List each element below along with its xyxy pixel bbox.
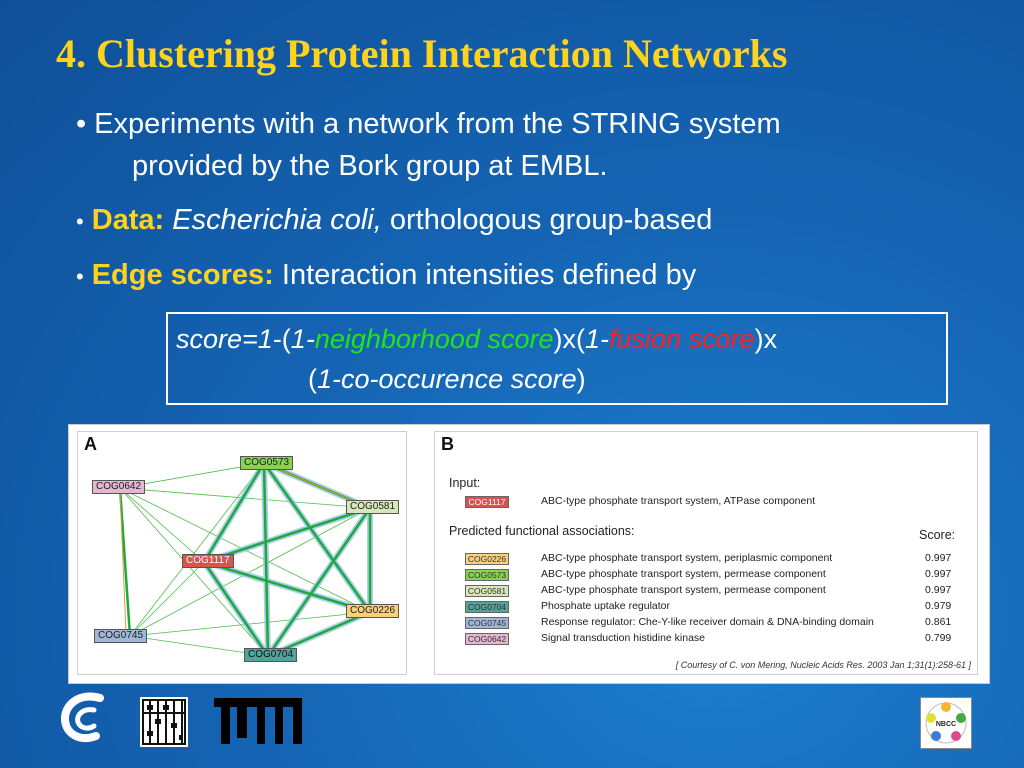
formula-line2: (1-co-occurence score) [308, 364, 586, 395]
figure-credit: [ Courtesy of C. von Mering, Nucleic Aci… [675, 660, 971, 670]
input-cog: COG1117 [465, 496, 509, 508]
assoc-desc: ABC-type phosphate transport system, per… [541, 568, 826, 580]
bullet-dot: • [76, 108, 87, 140]
formula-one-b: 1- [584, 324, 609, 354]
node-cog1117: COG1117 [182, 554, 234, 568]
assoc-cog: COG0642 [465, 633, 509, 645]
panel-a-network: A [77, 431, 407, 675]
edge-scores-label: Edge scores: [91, 259, 274, 291]
bullet-experiments-line1: Experiments with a network from the STRI… [94, 108, 781, 140]
bullet-experiments: •Experiments with a network from the STR… [76, 108, 781, 141]
formula-open: -( [272, 324, 291, 354]
tum-logo-icon [214, 698, 302, 744]
string-figure: A [68, 424, 990, 684]
formula-box: score=1-(1-neighborhood score)x(1-fusion… [166, 312, 948, 405]
assoc-desc: Phosphate uptake regulator [541, 600, 671, 612]
assoc-desc: ABC-type phosphate transport system, per… [541, 552, 833, 564]
panel-a-label: A [84, 434, 97, 454]
nbcc-badge-icon: NBCC [925, 702, 967, 744]
assoc-score: 0.997 [925, 584, 952, 596]
formula-score: score=1 [176, 324, 273, 354]
assoc-cog: COG0745 [465, 617, 509, 629]
predicted-label: Predicted functional associations: [449, 524, 635, 538]
species-name: Escherichia coli, [172, 204, 382, 236]
input-desc: ABC-type phosphate transport system, ATP… [541, 495, 816, 507]
orange-edge [119, 491, 127, 633]
formula-cooccurence: co-occurence score [341, 364, 577, 394]
page-title: 4. Clustering Protein Interaction Networ… [56, 31, 788, 76]
node-cog0704: COG0704 [244, 648, 298, 662]
panel-b-label: B [441, 434, 454, 454]
nbcc-badge-logo: NBCC [920, 697, 972, 749]
data-label: Data: [91, 204, 165, 236]
bullet-data: • Data: Escherichia coli, orthologous gro… [76, 204, 712, 237]
assoc-score: 0.861 [925, 616, 952, 628]
formula-times-a: )x( [553, 324, 585, 354]
assoc-cog: COG0581 [465, 585, 509, 597]
node-cog0581: COG0581 [346, 500, 400, 514]
data-description: orthologous group-based [389, 204, 713, 236]
formula-open2: ( [308, 364, 317, 394]
score-label: Score: [919, 528, 956, 542]
node-cog0573: COG0573 [240, 456, 294, 470]
abacus-logo-icon [140, 697, 188, 747]
badge-text: NBCC [936, 721, 956, 728]
formula-times-b: )x [754, 324, 778, 354]
formula-close: ) [576, 364, 586, 394]
swirl-logo-icon [61, 692, 104, 742]
panel-b-associations: B Input: COG1117 ABC-type phosphate tran… [434, 431, 978, 675]
input-label: Input: [449, 476, 481, 490]
node-cog0745: COG0745 [94, 629, 148, 643]
bullet-dot: • [76, 264, 84, 289]
node-cog0226: COG0226 [346, 604, 400, 618]
assoc-cog: COG0226 [465, 553, 509, 565]
formula-line1: score=1-(1-neighborhood score)x(1-fusion… [176, 324, 777, 355]
formula-one-a: 1- [290, 324, 315, 354]
formula-neighborhood: neighborhood score [314, 324, 554, 354]
assoc-desc: Signal transduction histidine kinase [541, 632, 706, 644]
bullet-experiments-line2: provided by the Bork group at EMBL. [132, 150, 608, 182]
assoc-cog: COG0573 [465, 569, 509, 581]
edge-scores-description: Interaction intensities defined by [281, 259, 697, 291]
assoc-score: 0.799 [925, 632, 952, 644]
node-cog0642: COG0642 [92, 480, 146, 494]
assoc-score: 0.979 [925, 600, 952, 612]
assoc-score: 0.997 [925, 568, 952, 580]
bullet-dot: • [76, 209, 84, 234]
formula-one-c: 1- [317, 364, 342, 394]
assoc-cog: COG0704 [465, 601, 509, 613]
assoc-desc: ABC-type phosphate transport system, per… [541, 584, 826, 596]
formula-fusion: fusion score [609, 324, 755, 354]
assoc-score: 0.997 [925, 552, 952, 564]
bullet-edge-scores: • Edge scores: Interaction intensities de… [76, 259, 696, 292]
assoc-desc: Response regulator: Che-Y-like receiver … [541, 616, 874, 628]
